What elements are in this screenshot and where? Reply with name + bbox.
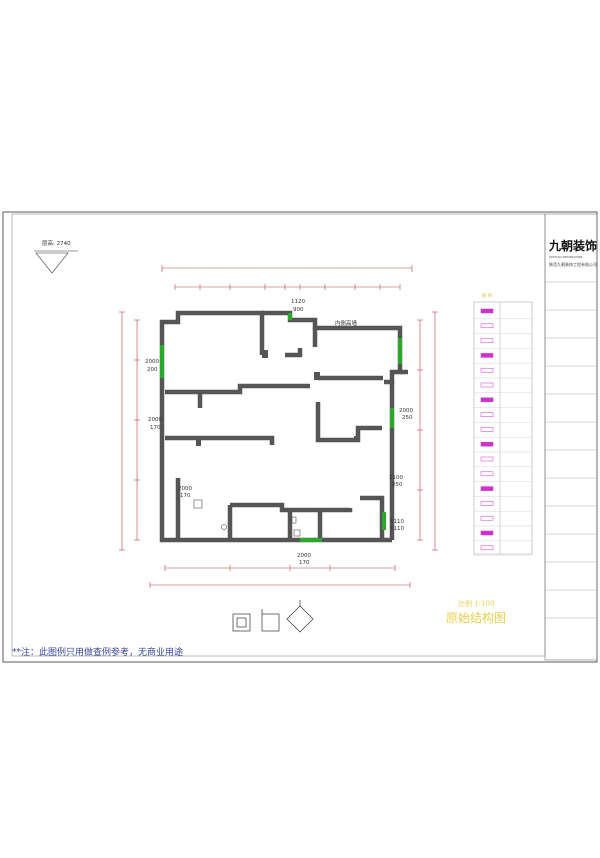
- floor-height-label: 层高: 2740: [42, 239, 71, 247]
- legend-symbol-icon: [480, 501, 494, 506]
- dim-left-upper-b: 200: [147, 367, 158, 373]
- dim-left-middle-b: 170: [150, 425, 161, 431]
- drawing-scale: 比例 1:100: [458, 599, 494, 608]
- legend-symbol-icon: [480, 308, 494, 314]
- dimension-lines-top: [161, 265, 413, 290]
- dim-right-lower-a: 1110: [390, 519, 404, 525]
- legend-symbol-icon: [480, 397, 494, 403]
- dim-left-lower-b: 170: [180, 493, 191, 499]
- legend-symbol-icon: [480, 515, 494, 521]
- dim-bottom-opening-a: 2000: [297, 553, 311, 559]
- dim-left-lower-a: 2000: [178, 486, 192, 492]
- dim-top-opening-a: 1120: [291, 299, 305, 305]
- dim-right-middle-b: 250: [392, 482, 403, 488]
- legend-symbol-icon: [480, 441, 494, 447]
- dim-right-lower-b: 1110: [390, 526, 404, 532]
- dim-right-middle-a: 2100: [389, 475, 403, 481]
- dim-right-upper-a: 2000: [399, 408, 413, 414]
- legend-symbol-icon: [480, 456, 494, 462]
- legend-symbol-icon: [480, 427, 494, 432]
- legend-symbol-icon: [480, 338, 494, 343]
- dim-left-middle-a: 2000: [148, 417, 162, 423]
- dim-top-opening-b: 900: [293, 307, 304, 313]
- structural-columns: [196, 350, 360, 446]
- legend-symbol-icon: [480, 412, 494, 417]
- company-logo: 九朝装饰: [548, 238, 597, 253]
- sheet-border: [2, 211, 598, 663]
- dimension-lines-bottom: [149, 565, 411, 588]
- legend-panel: 图 例: [473, 292, 533, 555]
- legend-symbol-icon: [480, 545, 494, 551]
- legend-rows: [474, 308, 532, 556]
- legend-header: 图 例: [482, 292, 493, 299]
- drawing-frame: [11, 213, 546, 657]
- legend-symbol-icon: [480, 530, 494, 536]
- walls: [159, 310, 408, 543]
- legend-symbol-icon: [480, 353, 494, 358]
- legend-symbol-icon: [480, 323, 494, 329]
- dimension-lines-right: [417, 311, 438, 551]
- dim-bottom-opening-b: 170: [299, 560, 310, 566]
- fixtures: [193, 499, 301, 537]
- drawing-title: 原始结构图: [446, 610, 506, 625]
- openings: [160, 313, 402, 542]
- legend-symbol-icon: [480, 367, 494, 373]
- dim-right-upper-b: 250: [402, 415, 413, 421]
- dimension-lines-left: [119, 311, 140, 551]
- dim-left-upper-a: 2000: [145, 359, 159, 365]
- company-name-cn: 陕西九朝装饰工程有限公司: [549, 261, 597, 267]
- legend-symbol-icon: [480, 382, 494, 388]
- title-block: 九朝装饰 JIUCHAO DECORATION 陕西九朝装饰工程有限公司: [544, 213, 598, 661]
- title-block-rows: [545, 281, 597, 619]
- company-name-en: JIUCHAO DECORATION: [548, 255, 582, 259]
- symbol-samples: [232, 600, 314, 633]
- footnote: **注：此图例只用做查例参考，无商业用途: [12, 648, 184, 658]
- elevation-triangle-icon: [35, 252, 69, 274]
- legend-symbol-icon: [480, 471, 494, 477]
- room-label: 内侧高墙: [335, 319, 358, 327]
- legend-symbol-icon: [480, 486, 494, 491]
